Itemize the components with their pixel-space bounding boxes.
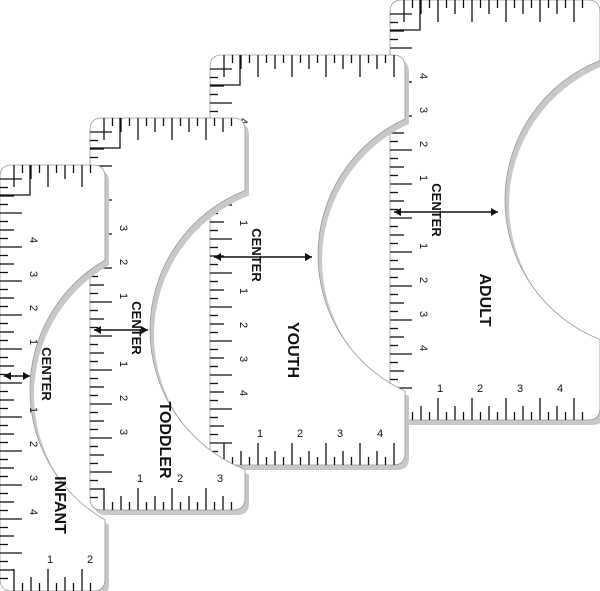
scale-number: 3: [117, 225, 129, 231]
arrow-right-icon: [141, 326, 148, 334]
arrow-right-icon: [491, 208, 498, 216]
arrow-left-icon: [214, 253, 221, 261]
scale-number: 1: [237, 288, 249, 294]
scale-number: 2: [117, 259, 129, 265]
scale-number: 3: [117, 429, 129, 435]
ruler-adult: CENTER ADULT 1 1 1 2 2 2 3 3 3 4 4 4: [389, 0, 600, 425]
scale-number: 2: [87, 554, 93, 566]
ruler-body: [0, 164, 106, 591]
corner-guide: [0, 165, 31, 196]
size-label: YOUTH: [284, 322, 301, 378]
scale-number: 3: [27, 475, 39, 481]
scale-number: 3: [417, 311, 429, 317]
ruler-toddler: CENTER TODDLER 1 1 1 2 2 2 3 3 3: [89, 117, 249, 515]
scale-number: 2: [237, 322, 249, 328]
arrow-left-icon: [94, 326, 101, 334]
corner-guide: [390, 0, 421, 31]
ruler-infant: CENTER INFANT 1 1 1 2 2 2 3 3 4 4: [0, 164, 109, 591]
scale-number: 1: [117, 361, 129, 367]
scale-number: 1: [47, 554, 53, 566]
ruler-youth: CENTERYOUTH111222333444: [209, 54, 409, 470]
scale-number: 1: [237, 220, 249, 226]
size-label: ADULT: [476, 273, 493, 326]
scale-number: 3: [237, 356, 249, 362]
scale-number: 4: [27, 509, 39, 515]
scale-number: 2: [297, 428, 303, 440]
center-label: CENTER: [249, 228, 264, 282]
arrow-left-icon: [4, 372, 11, 380]
scale-number: 3: [27, 271, 39, 277]
scale-number: 1: [257, 428, 263, 440]
scale-number: 4: [417, 345, 429, 351]
scale-number: 3: [337, 428, 343, 440]
size-label: INFANT: [51, 476, 68, 534]
scale-number: 3: [417, 107, 429, 113]
scale-number: 3: [517, 383, 523, 395]
scale-number: 3: [217, 473, 223, 485]
ruler-body: [89, 117, 246, 511]
scale-number: 1: [417, 175, 429, 181]
scale-number: 4: [27, 237, 39, 243]
scale-number: 4: [377, 428, 383, 440]
arrow-left-icon: [394, 208, 401, 216]
scale-number: 4: [417, 73, 429, 79]
center-label: CENTER: [39, 347, 54, 401]
arrow-right-icon: [305, 253, 312, 261]
size-label: TODDLER: [156, 401, 173, 478]
scale-number: 4: [237, 390, 249, 396]
scale-number: 2: [27, 305, 39, 311]
corner-guide: [90, 118, 121, 149]
scale-number: 2: [417, 277, 429, 283]
scale-number: 4: [237, 118, 249, 124]
scale-number: 1: [437, 383, 443, 395]
scale-number: 1: [417, 243, 429, 249]
scale-number: 2: [417, 141, 429, 147]
scale-number: 2: [177, 473, 183, 485]
center-label: CENTER: [129, 301, 144, 355]
center-label: CENTER: [429, 183, 444, 237]
scale-number: 2: [27, 441, 39, 447]
ruler-body: [209, 54, 406, 466]
scale-number: 4: [557, 383, 563, 395]
corner-guide: [210, 55, 241, 86]
scale-number: 1: [117, 293, 129, 299]
ruler-body: [389, 0, 600, 421]
scale-number: 1: [27, 407, 39, 413]
scale-number: 1: [27, 339, 39, 345]
scale-number: 2: [117, 395, 129, 401]
scale-number: 2: [477, 383, 483, 395]
arrow-right-icon: [23, 372, 30, 380]
scale-number: 1: [137, 473, 143, 485]
